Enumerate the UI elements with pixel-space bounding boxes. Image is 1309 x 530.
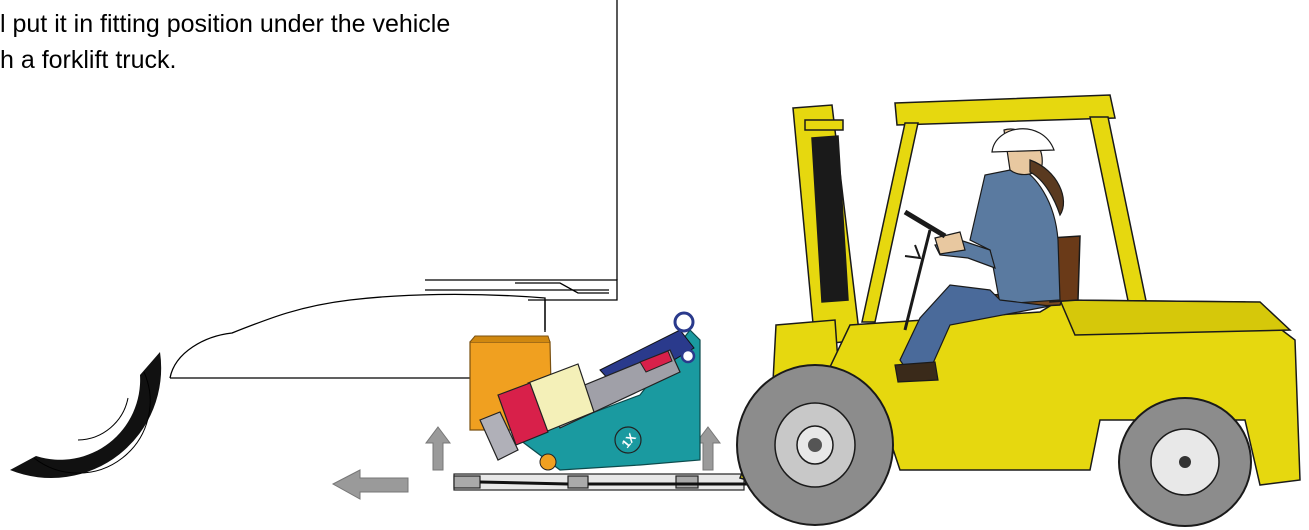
arrow-left-icon (333, 470, 408, 499)
control-lever (905, 245, 920, 258)
pallet-block-right (676, 476, 698, 488)
driver-boot (895, 362, 938, 382)
fork-tine (480, 482, 568, 484)
arrow-up-icon (426, 427, 450, 470)
forklift-front-wheel (737, 365, 893, 525)
caster-wheel (540, 454, 556, 470)
vehicle-wheel (10, 352, 161, 478)
orange-housing-top (470, 336, 550, 342)
forklift (737, 95, 1300, 526)
pallet-block-left (454, 476, 480, 488)
pallet (454, 474, 760, 490)
steering-wheel (905, 212, 945, 236)
vehicle-outline (170, 0, 617, 378)
lift-unit: 1X (470, 313, 700, 470)
wheel-tire-arc (10, 352, 161, 478)
pallet-block-mid (568, 476, 588, 488)
hard-hat (992, 129, 1054, 152)
mast-top-bar (805, 120, 843, 130)
front-pillar (862, 123, 918, 322)
rear-pillar (1090, 117, 1150, 320)
arm-pivot-mid (682, 350, 694, 362)
front-axle (808, 438, 822, 452)
chassis-deck (1060, 300, 1290, 335)
roof (895, 95, 1115, 125)
vehicle-bracket (515, 283, 609, 293)
rear-axle (1179, 456, 1191, 468)
arm-pivot-top (675, 313, 693, 331)
forklift-rear-wheel (1119, 398, 1251, 526)
